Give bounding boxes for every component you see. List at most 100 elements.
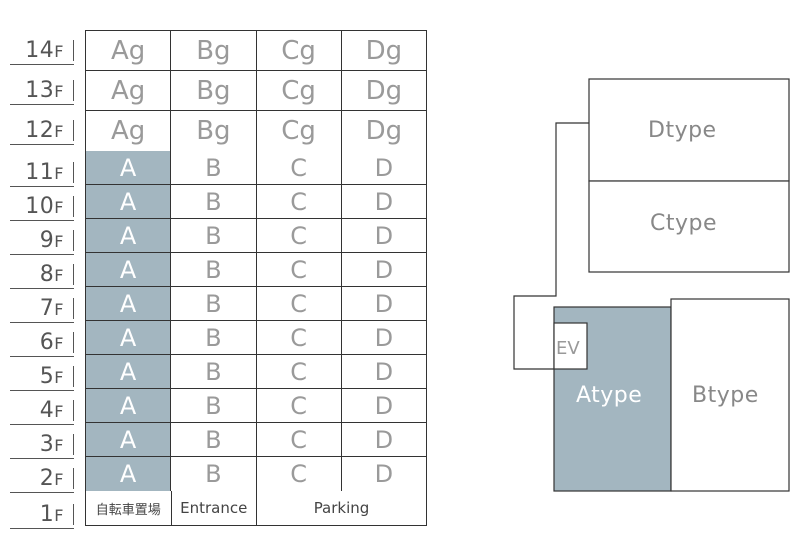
floor-tick [73, 332, 74, 353]
ctype-label: Ctype [650, 211, 718, 236]
unit-cell: Cg [257, 31, 342, 70]
unit-cell: C [257, 219, 342, 252]
highlighted-unit-cell: A [86, 253, 172, 286]
unit-cell: D [374, 357, 394, 386]
floor-tick [73, 264, 74, 285]
unit-cell: C [257, 423, 342, 456]
unit-cell: Dg [365, 116, 403, 146]
floor-tick [73, 298, 74, 319]
floor-label: 7F [10, 289, 74, 323]
entrance-cell: Entrance [172, 491, 257, 525]
unit-cell: B [171, 389, 257, 422]
unit-cell: D [374, 289, 394, 318]
floor-label-text: 10F [25, 194, 64, 219]
unit-cell: Ag [86, 111, 172, 151]
unit-cell: B [171, 151, 257, 184]
highlighted-unit-cell: A [86, 389, 172, 422]
unit-cell: Ag [86, 71, 172, 110]
parking-cell: Parking [313, 499, 370, 517]
floor-label: 10F [10, 187, 74, 221]
unit-cell: Dg [365, 35, 403, 66]
floor-label: 8F [10, 255, 74, 289]
highlighted-unit-cell: A [86, 151, 172, 184]
unit-cell: B [171, 355, 257, 388]
unit-cell: C [257, 457, 342, 491]
floor-label-text: 7F [39, 296, 64, 321]
dtype-label: Dtype [648, 118, 717, 143]
floor-label: 6F [10, 323, 74, 357]
corridor-outline [513, 122, 589, 370]
floor-label-text: 3F [39, 432, 64, 457]
floor-label-text: 2F [39, 466, 64, 491]
ev-label: EV [556, 338, 580, 359]
floor-label: 12F [10, 111, 74, 145]
floor-label: 4F [10, 391, 74, 425]
unit-cell: D [374, 323, 394, 352]
unit-cell: D [374, 187, 394, 216]
highlighted-unit-cell: A [86, 219, 172, 252]
atype-label: Atype [576, 383, 643, 408]
highlighted-unit-cell: A [86, 287, 172, 320]
floor-label: 13F [10, 71, 74, 105]
btype-label: Btype [692, 383, 759, 408]
highlighted-unit-cell: A [86, 423, 172, 456]
unit-cell: C [257, 355, 342, 388]
floor-tick [73, 468, 74, 489]
highlighted-unit-cell: A [86, 457, 172, 491]
floor-tick [73, 162, 74, 183]
unit-cell: D [374, 255, 394, 284]
floor-label-text: 4F [39, 398, 64, 423]
unit-cell: C [257, 185, 342, 218]
unit-cell: B [171, 185, 257, 218]
floor-tick [73, 120, 74, 141]
unit-cell: C [257, 287, 342, 320]
floor-label: 5F [10, 357, 74, 391]
unit-cell: Cg [257, 111, 342, 151]
unit-cell: Ag [86, 31, 172, 70]
unit-cell: C [257, 321, 342, 354]
floor-label-text: 1F [39, 502, 64, 527]
floor-tick [73, 80, 74, 101]
floor-label-text: 5F [39, 364, 64, 389]
unit-cell: Bg [171, 111, 257, 151]
floor-label-text: 11F [25, 160, 64, 185]
unit-cell: C [257, 389, 342, 422]
unit-cell: D [374, 221, 394, 250]
floor-tick [73, 196, 74, 217]
unit-cell: C [257, 253, 342, 286]
floor-label-text: 6F [39, 330, 64, 355]
unit-cell: Cg [257, 71, 342, 110]
floor-label: 3F [10, 425, 74, 459]
floor-tick [73, 40, 74, 61]
ground-floor-row: 自転車置場 Entrance Parking [86, 491, 426, 525]
highlighted-unit-cell: A [86, 355, 172, 388]
unit-cell: D [374, 460, 394, 488]
unit-cell: B [171, 457, 257, 491]
unit-cell: B [171, 253, 257, 286]
floor-label-text: 9F [39, 228, 64, 253]
floor-tick [73, 434, 74, 455]
unit-cell: B [171, 423, 257, 456]
unit-cell: B [171, 321, 257, 354]
unit-cell: Dg [365, 75, 403, 106]
unit-cell: B [171, 287, 257, 320]
floor-tick [73, 400, 74, 421]
floor-label: 9F [10, 221, 74, 255]
unit-cell: D [374, 391, 394, 420]
unit-cell: C [257, 151, 342, 184]
floor-label: 14F [10, 31, 74, 65]
highlighted-unit-cell: A [86, 321, 172, 354]
